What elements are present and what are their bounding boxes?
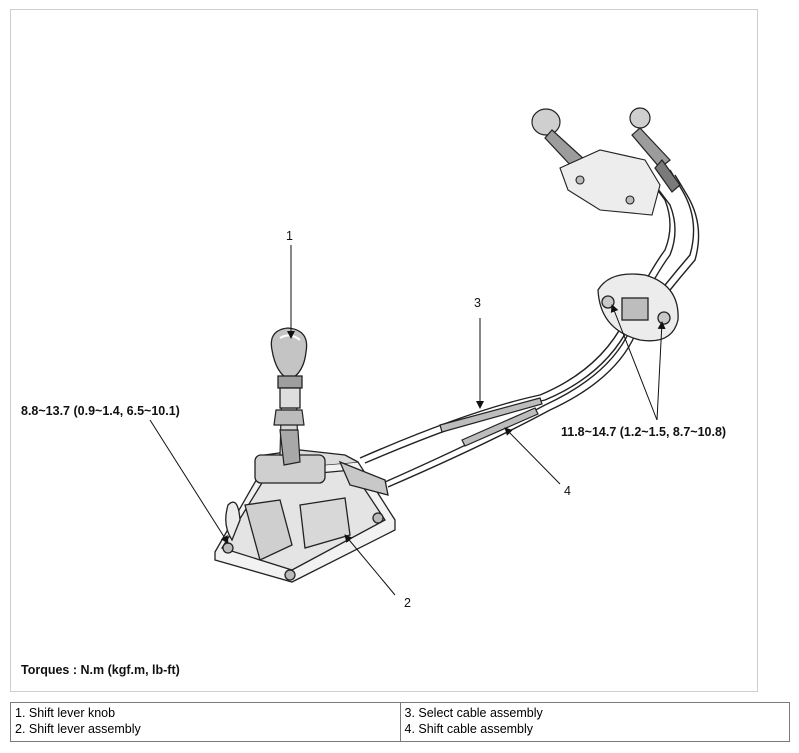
shift-lever-knob — [270, 327, 308, 409]
callout-3: 3 — [474, 296, 481, 310]
callout-2: 2 — [404, 596, 411, 610]
legend-item-4: 4. Shift cable assembly — [404, 722, 534, 736]
torque-left-label: 8.8~13.7 (0.9~1.4, 6.5~10.1) — [21, 404, 180, 418]
legend-cell-right: 3. Select cable assembly 4. Shift cable … — [399, 702, 790, 742]
legend-row: 1. Shift lever knob 2. Shift lever assem… — [10, 702, 790, 742]
callout-1: 1 — [286, 229, 293, 243]
shift-lever-shaft — [273, 379, 305, 466]
torque-right-label: 11.8~14.7 (1.2~1.5, 8.7~10.8) — [561, 425, 726, 439]
shift-cable-end — [629, 107, 681, 193]
torques-note: Torques : N.m (kgf.m, lb-ft) — [21, 663, 180, 677]
callout-4: 4 — [564, 484, 571, 498]
shift-lever-assembly — [214, 449, 396, 583]
parts-legend-table: 1. Shift lever knob 2. Shift lever assem… — [10, 702, 790, 742]
cable-sleeves — [439, 397, 543, 447]
cable-bracket — [559, 149, 661, 216]
legend-item-3: 3. Select cable assembly — [404, 706, 543, 720]
legend-item-1: 1. Shift lever knob — [15, 706, 116, 720]
legend-cell-left: 1. Shift lever knob 2. Shift lever assem… — [10, 702, 401, 742]
shift-lever-diagram: 1 3 4 2 8.8~13.7 (0.9~1.4, 6.5~10.1) 11.… — [21, 107, 726, 677]
leader-lines — [149, 245, 666, 596]
legend-item-2: 2. Shift lever assembly — [15, 722, 141, 736]
